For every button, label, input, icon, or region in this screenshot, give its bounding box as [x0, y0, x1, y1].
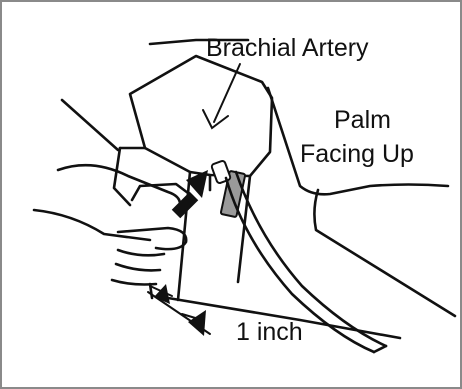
- distance-label: 1 inch: [236, 318, 303, 346]
- arrow-up-right-icon: [176, 170, 208, 214]
- hand: [34, 165, 192, 298]
- palm-label-line2: Facing Up: [300, 140, 414, 168]
- arrow-down-icon: [203, 64, 240, 128]
- artery-label: Brachial Artery: [206, 34, 369, 62]
- palm-label-line1: Palm: [334, 106, 391, 134]
